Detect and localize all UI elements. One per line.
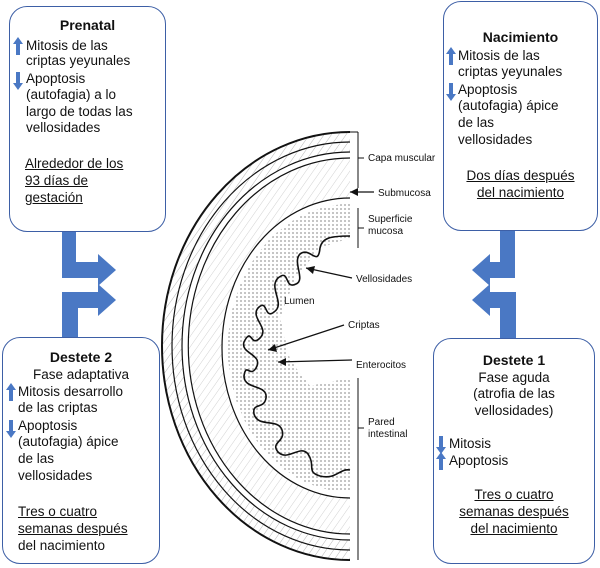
nacimiento-down-line-1: Apoptosis [458, 82, 518, 97]
flow-arrow-destete2 [62, 284, 116, 337]
label-vellosidades: Vellosidades [356, 274, 412, 285]
nacimiento-down-text-3: de las [458, 115, 495, 130]
destete2-phase: Fase adaptativa [32, 367, 130, 382]
nacimiento-down-line-2: (autofagia) ápice [458, 98, 559, 113]
prenatal-box [9, 6, 166, 232]
destete2-down-line-1: Apoptosis [18, 418, 78, 433]
prenatal-timing-line-3: gestación [25, 190, 83, 205]
prenatal-up-line-1: Mitosis de las [26, 38, 150, 54]
arrow-down-icon [436, 436, 446, 454]
label-enterocitos: Enterocitos [356, 360, 406, 371]
nacimiento-timing-line-1: Dos días después [466, 168, 575, 183]
prenatal-down-line-4: vellosidades [26, 120, 101, 135]
destete1-timing-line-2: semanas después [459, 504, 569, 519]
destete2-down-line-4: vellosidades [18, 468, 93, 483]
prenatal-up-text-1: Mitosis de las [26, 38, 108, 53]
prenatal-down-line-3: largo de todas las [26, 104, 133, 119]
prenatal-down-line-2: (autofagia) a lo [26, 87, 117, 102]
label-criptas: Criptas [348, 320, 380, 331]
destete2-timing-line-3: del nacimiento [18, 538, 106, 553]
nacimiento-timing-line-2: del nacimiento [476, 185, 565, 200]
destete1-phase-line-1: Fase aguda [478, 370, 550, 385]
flow-arrow-destete1 [472, 284, 516, 338]
label-pared-intestinal-1: Pared [368, 417, 395, 428]
arrow-down-icon [13, 72, 23, 90]
destete2-up-line-2: de las criptas [18, 400, 98, 415]
destete2-timing-line-2: semanas después [18, 521, 128, 536]
prenatal-title: Prenatal [59, 17, 116, 33]
label-submucosa: Submucosa [378, 188, 431, 199]
prenatal-down-line-1: Apoptosis [26, 71, 86, 86]
prenatal-timing-line-2: 93 días de [25, 173, 89, 188]
destete1-apoptosis: Apoptosis [449, 453, 509, 468]
destete1-phase-line-2: (atrofia de las [473, 386, 555, 401]
label-pared-intestinal-2: intestinal [368, 429, 407, 440]
nacimiento-up-line-2: criptas yeyunales [458, 64, 563, 79]
destete2-box [2, 337, 160, 564]
nacimiento-down-line-3: de las [458, 115, 580, 131]
label-lumen: Lumen [284, 296, 315, 307]
label-superficie-mucosa-2: mucosa [368, 226, 403, 237]
nacimiento-title: Nacimiento [482, 29, 559, 45]
label-capa-muscular: Capa muscular [368, 153, 436, 164]
destete1-timing-line-3: del nacimiento [470, 521, 558, 536]
prenatal-timing-line-1: Alrededor de los [25, 156, 124, 171]
destete1-box [433, 338, 595, 564]
arrow-down-icon [6, 420, 16, 438]
arrow-up-icon [446, 47, 456, 65]
label-superficie-mucosa-1: Superficie [368, 214, 413, 225]
nacimiento-up-line-1: Mitosis de las [458, 48, 540, 63]
destete2-down-line-3: de las [18, 451, 55, 466]
destete2-title: Destete 2 [49, 349, 113, 365]
destete1-timing-line-1: Tres o cuatro [474, 487, 554, 502]
destete1-title: Destete 1 [482, 352, 546, 368]
destete2-down-line-2: (autofagia) ápice [18, 434, 119, 449]
flow-arrow-nacimiento [472, 231, 515, 286]
arrow-up-icon [6, 383, 16, 401]
arrow-down-icon [446, 83, 456, 101]
nacimiento-box [443, 1, 598, 231]
nacimiento-down-line-4: vellosidades [458, 132, 533, 147]
arrow-up-icon [436, 452, 446, 470]
arrow-up-icon [13, 37, 23, 55]
destete2-timing-line-1: Tres o cuatro [18, 504, 98, 519]
destete1-mitosis: Mitosis [449, 436, 492, 451]
flow-arrow-prenatal [62, 232, 116, 286]
prenatal-up-line-2: criptas yeyunales [26, 53, 131, 68]
destete1-phase-line-3: vellosidades) [474, 403, 554, 418]
intestine-diagram: Capa muscular Submucosa Superficie mucos… [161, 131, 436, 561]
destete2-up-line-1: Mitosis desarrollo [18, 384, 124, 399]
